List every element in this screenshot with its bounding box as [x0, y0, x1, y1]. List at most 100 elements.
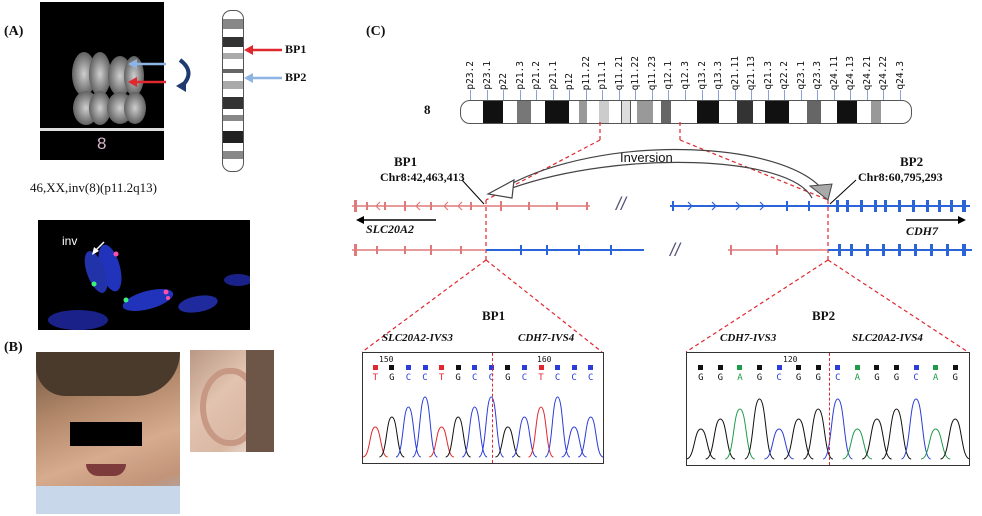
- band-tick: [552, 90, 554, 100]
- base-marker: [835, 365, 841, 370]
- fish-inv-label: inv: [62, 234, 78, 248]
- band-tick: [519, 90, 521, 100]
- trace-peak: [803, 408, 834, 460]
- panel-a-bp2-label: BP2: [285, 70, 307, 84]
- trace-peak: [705, 418, 736, 460]
- seq1-left-gene: SLC20A2-IVS3: [382, 332, 453, 344]
- base-marker: [439, 365, 445, 370]
- base-letter: G: [717, 373, 724, 383]
- band-label: p21.3: [515, 61, 526, 100]
- trace-peak: [900, 398, 932, 460]
- base-letter: C: [554, 373, 561, 383]
- band-label: p21.1: [547, 61, 559, 100]
- band-label: q12.3: [680, 61, 691, 100]
- trace-peak: [561, 426, 587, 458]
- band-label-text: p23.2: [465, 61, 477, 90]
- break-symbol-top: //: [616, 194, 627, 214]
- band-label: q22.2: [779, 61, 790, 100]
- base-marker: [776, 365, 782, 370]
- seq2-title: BP2: [812, 308, 836, 323]
- panel-b-label: (B): [4, 340, 23, 355]
- bp2-title: BP2: [900, 154, 924, 169]
- band-tick: [651, 90, 653, 100]
- band-label-text: q23.3: [812, 61, 824, 90]
- base-letter: T: [438, 373, 445, 383]
- band-tick: [899, 90, 901, 100]
- base-letter: A: [932, 373, 939, 383]
- trace-peak: [744, 398, 775, 460]
- base-marker: [737, 365, 743, 370]
- base-letter: C: [471, 373, 478, 383]
- band-label-text: q23.1: [795, 61, 807, 90]
- band-tick: [833, 90, 835, 100]
- band-label-text: q24.21: [861, 55, 873, 90]
- seq1-pos-right: 160: [537, 355, 552, 364]
- band-label: q11.22: [630, 56, 641, 100]
- chromosome-number: 8: [97, 134, 107, 153]
- base-letter: C: [587, 373, 594, 383]
- band-tick: [668, 90, 670, 100]
- seq1-junction-line: [492, 353, 493, 463]
- band-tick: [470, 90, 472, 100]
- panel-c-label: (C): [366, 24, 386, 39]
- band-label: q23.1: [795, 61, 807, 100]
- trace-peak: [940, 418, 969, 460]
- trace-peak: [842, 428, 873, 460]
- base-marker: [894, 365, 899, 370]
- seq1-title: BP1: [482, 308, 506, 323]
- seq1-trace: [363, 396, 603, 458]
- trace-peak: [881, 408, 912, 460]
- trace-peak: [687, 428, 716, 460]
- band-tick: [503, 90, 505, 100]
- band-label-text: p22: [498, 72, 510, 90]
- band-tick: [850, 90, 852, 100]
- base-marker: [455, 365, 461, 370]
- band-tick: [585, 90, 587, 100]
- base-marker: [405, 365, 411, 370]
- band-label-text: q24.11: [828, 55, 840, 90]
- band-tick: [883, 90, 885, 100]
- band-tick: [751, 90, 753, 100]
- base-letter: G: [389, 373, 395, 383]
- band-label: p12: [564, 73, 575, 100]
- base-marker: [796, 365, 802, 370]
- band-label: q13.3: [713, 61, 724, 100]
- band-label: q13.2: [697, 61, 708, 100]
- band-label-text: q24.3: [894, 61, 906, 90]
- trace-peak: [412, 396, 438, 458]
- base-marker: [854, 365, 860, 370]
- trace-peak: [495, 426, 521, 458]
- band-tick: [866, 90, 868, 100]
- trace-peak: [528, 406, 554, 458]
- base-letter: G: [455, 373, 461, 383]
- seq2-left-gene: CDH7-IVS3: [720, 332, 777, 344]
- band-label: q11.21: [614, 56, 625, 100]
- band-label: q24.11: [828, 55, 840, 100]
- band-label: q24.3: [894, 61, 906, 100]
- trace-peak: [783, 418, 814, 460]
- base-letter: G: [952, 373, 958, 383]
- patient-ear-photo: [190, 350, 274, 452]
- band-tick: [602, 90, 604, 100]
- base-letter: C: [913, 373, 919, 383]
- seq2-junction-line: [829, 353, 830, 465]
- base-letter: C: [488, 373, 494, 383]
- base-marker: [588, 365, 594, 370]
- eye-censor-bar: [70, 422, 142, 446]
- band-label: q24.21: [861, 55, 873, 100]
- base-marker: [538, 365, 544, 370]
- gene-cdh7-label: CDH7: [906, 224, 939, 238]
- band-label-text: p21.1: [547, 61, 559, 90]
- base-marker: [815, 365, 821, 370]
- base-marker: [488, 365, 494, 370]
- band-label-text: p11.22: [580, 55, 592, 90]
- base-marker: [571, 365, 577, 370]
- inversion-label: Inversion: [620, 150, 673, 165]
- base-letter: G: [698, 373, 704, 383]
- trace-peak: [379, 416, 405, 458]
- karyotype-text: 46,XX,inv(8)(p11.2q13): [30, 180, 157, 195]
- band-tick: [618, 90, 620, 100]
- base-marker: [874, 365, 880, 370]
- karyotype-image: 8: [40, 2, 164, 160]
